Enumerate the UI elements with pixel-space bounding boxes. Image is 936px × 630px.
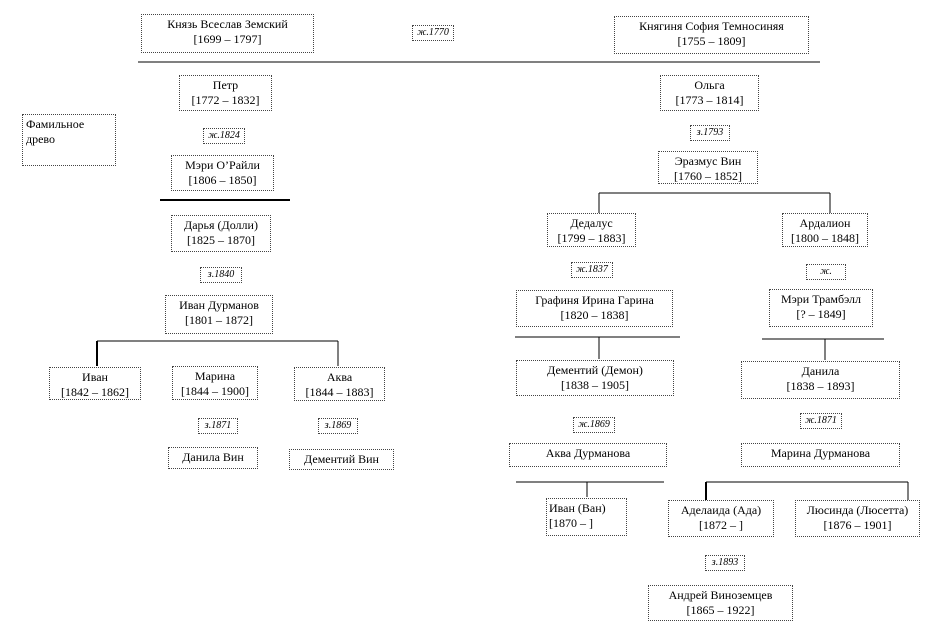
person-marina-durmanova: Марина Дурманова <box>741 443 900 467</box>
person-years: [1838 – 1893] <box>786 379 855 393</box>
person-darya: Дарья (Долли) [1825 – 1870] <box>171 215 271 252</box>
person-name: Петр <box>212 78 239 92</box>
person-name: Иван Дурманов <box>179 298 259 312</box>
person-years: [1772 – 1832] <box>191 93 260 107</box>
person-years: [1870 – ] <box>549 516 593 530</box>
person-name: Аделаида (Ада) <box>680 503 762 517</box>
person-akva-durmanova: Аква Дурманова <box>509 443 667 467</box>
person-ardalion: Ардалион [1800 – 1848] <box>782 213 868 247</box>
person-name: Князь Всеслав Земский <box>167 17 288 31</box>
marriage-label: з.1893 <box>705 555 745 571</box>
person-years: [1844 – 1900] <box>181 384 249 398</box>
person-danila-d: Данила [1838 – 1893] <box>741 361 900 399</box>
person-marina: Марина [1844 – 1900] <box>172 366 258 400</box>
person-years: [1876 – 1901] <box>823 518 892 532</box>
person-name: Княгиня София Темносиняя <box>639 19 784 33</box>
person-years: [1773 – 1814] <box>675 93 744 107</box>
person-lucette: Люсинда (Люсетта) [1876 – 1901] <box>795 500 920 537</box>
marriage-label: ж. <box>806 264 846 280</box>
title-line-2: древо <box>26 132 56 146</box>
person-years: [1838 – 1905] <box>561 378 629 392</box>
person-ivan: Иван [1842 – 1862] <box>49 367 141 400</box>
person-years: [1806 – 1850] <box>188 173 257 187</box>
person-danila-vin: Данила Вин <box>168 447 258 469</box>
person-van: Иван (Ван) [1870 – ] <box>546 498 627 536</box>
person-name: Марина <box>194 369 236 383</box>
person-olga: Ольга [1773 – 1814] <box>660 75 759 111</box>
person-name: Ольга <box>694 78 725 92</box>
person-name: Аква Дурманова <box>545 446 631 460</box>
person-dementy: Дементий (Демон) [1838 – 1905] <box>516 360 674 396</box>
person-mary-trumbull: Мэри Трамбэлл [? – 1849] <box>769 289 873 327</box>
person-years: [1755 – 1809] <box>677 34 746 48</box>
person-name: Графиня Ирина Гарина <box>535 293 654 307</box>
person-akva: Аква [1844 – 1883] <box>294 367 385 401</box>
person-years: [1865 – 1922] <box>686 603 755 617</box>
marriage-label: з.1869 <box>318 418 358 434</box>
person-years: [1825 – 1870] <box>187 233 255 247</box>
person-years: [1699 – 1797] <box>193 32 262 46</box>
person-years: [1844 – 1883] <box>305 385 374 399</box>
person-vseslav: Князь Всеслав Земский [1699 – 1797] <box>141 14 314 53</box>
title-line-1: Фамильное <box>26 117 85 131</box>
marriage-label: ж.1837 <box>571 262 613 278</box>
person-name: Дементий Вин <box>304 452 379 466</box>
marriage-label: ж.1869 <box>573 417 615 433</box>
person-ivan-durmanov: Иван Дурманов [1801 – 1872] <box>165 295 273 334</box>
person-ada: Аделаида (Ада) [1872 – ] <box>668 500 774 537</box>
person-name: Данила <box>801 364 840 378</box>
marriage-label: з.1840 <box>200 267 242 283</box>
person-dedalus: Дедалус [1799 – 1883] <box>547 213 636 247</box>
person-years: [1799 – 1883] <box>557 231 626 245</box>
marriage-label: ж.1770 <box>412 25 454 41</box>
person-name: Мэри О’Райли <box>185 158 260 172</box>
person-years: [1801 – 1872] <box>185 313 253 327</box>
person-name: Марина Дурманова <box>770 446 871 460</box>
person-years: [1872 – ] <box>699 518 743 532</box>
person-name: Данила Вин <box>182 450 244 464</box>
family-tree-title: Фамильное древо <box>22 114 116 166</box>
person-name: Ардалион <box>799 216 851 230</box>
person-name: Дементий (Демон) <box>547 363 643 377</box>
person-name: Мэри Трамбэлл <box>780 292 862 306</box>
person-name: Люсинда (Люсетта) <box>806 503 909 517</box>
marriage-label: з.1793 <box>690 125 730 141</box>
person-name: Дарья (Долли) <box>184 218 258 232</box>
person-name: Эразмус Вин <box>674 154 742 168</box>
person-irina: Графиня Ирина Гарина [1820 – 1838] <box>516 290 673 327</box>
person-petr: Петр [1772 – 1832] <box>179 75 272 111</box>
person-name: Иван (Ван) <box>549 501 606 515</box>
person-dementy-vin: Дементий Вин <box>289 449 394 470</box>
person-mary-oreilly: Мэри О’Райли [1806 – 1850] <box>171 155 274 191</box>
person-name: Иван <box>82 370 108 384</box>
person-years: [1800 – 1848] <box>791 231 859 245</box>
marriage-label: ж.1824 <box>203 128 245 144</box>
person-name: Аква <box>326 370 353 384</box>
person-years: [1820 – 1838] <box>560 308 629 322</box>
person-years: [1760 – 1852] <box>674 169 742 183</box>
person-years: [1842 – 1862] <box>61 385 129 399</box>
marriage-label: ж.1871 <box>800 413 842 429</box>
person-name: Андрей Виноземцев <box>668 588 773 602</box>
person-years: [? – 1849] <box>796 307 846 321</box>
person-name: Дедалус <box>570 216 613 230</box>
person-sofia: Княгиня София Темносиняя [1755 – 1809] <box>614 16 809 54</box>
person-erasmus: Эразмус Вин [1760 – 1852] <box>658 151 758 184</box>
person-andrey: Андрей Виноземцев [1865 – 1922] <box>648 585 793 621</box>
marriage-label: з.1871 <box>198 418 238 434</box>
